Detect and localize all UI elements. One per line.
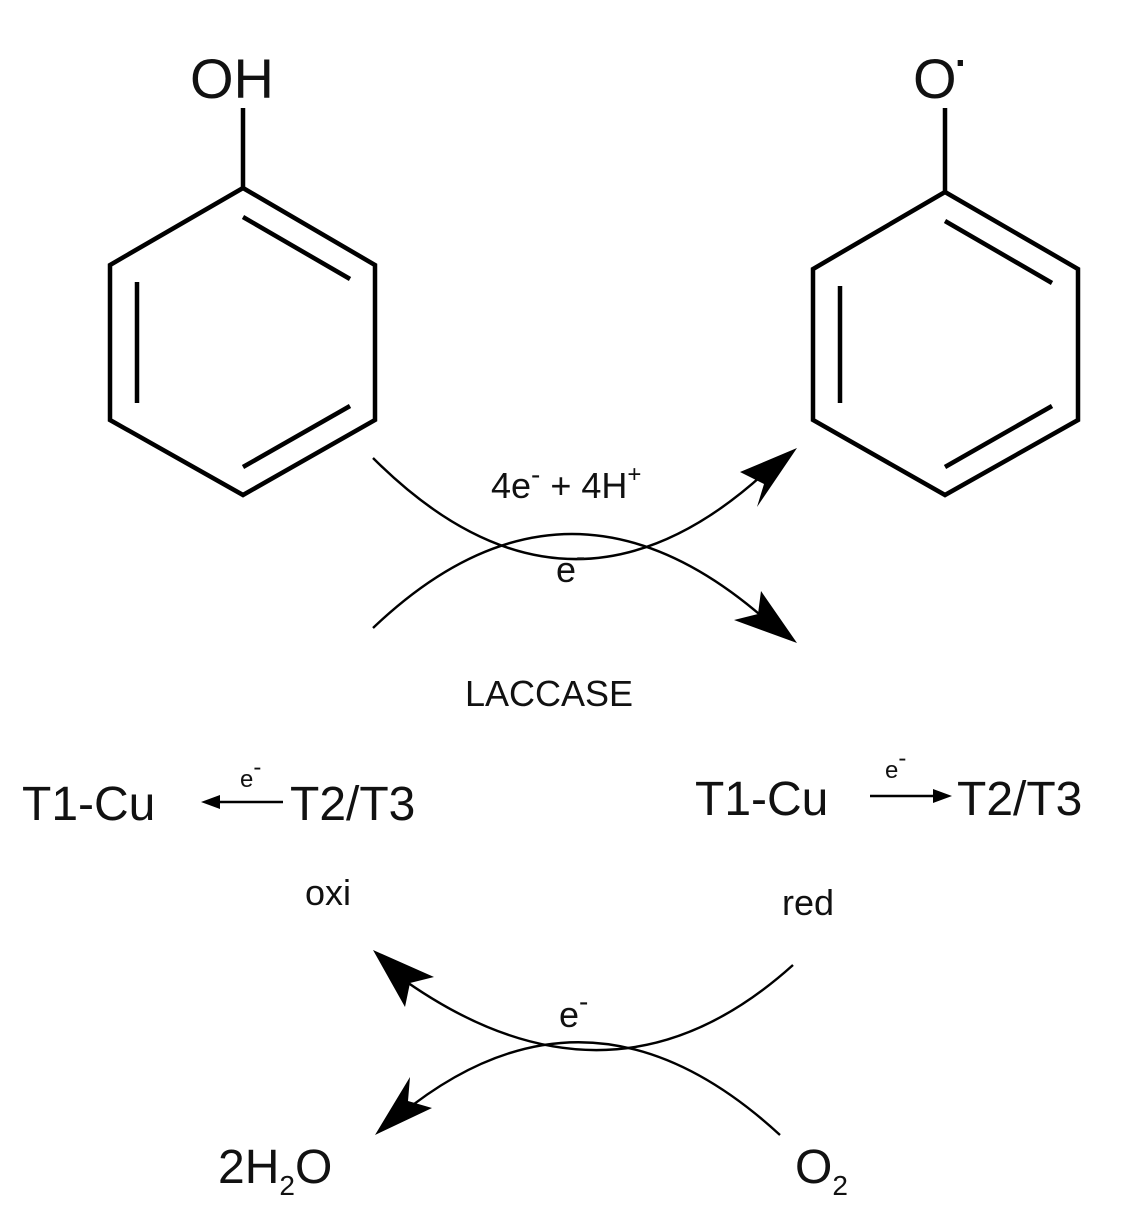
phenol-double-bond-3 xyxy=(241,404,352,469)
reduced-state: T1-Cu T2/T3 e- red xyxy=(695,745,1082,923)
oxi-t1-cu-label: T1-Cu xyxy=(22,778,155,831)
phenoxy-radical-molecule: O · xyxy=(810,27,1081,498)
electron-to-enzyme-arrow xyxy=(372,532,776,629)
arrowhead-to-radical-icon xyxy=(740,448,797,507)
enzyme-reoxidation-arrow xyxy=(396,964,794,1052)
bottom-transfer-arrows xyxy=(373,950,794,1136)
bottom-electron-label: e- xyxy=(559,986,588,1035)
water-label: 2H2O xyxy=(218,1141,332,1201)
radical-double-bond-3 xyxy=(943,404,1054,469)
proton-electron-label: 4e- + 4H+ xyxy=(491,459,641,506)
oxidized-state: T1-Cu T2/T3 e- oxi xyxy=(22,754,415,913)
oxygen-molecule-label: O2 xyxy=(795,1141,848,1201)
red-electron-label: e- xyxy=(885,745,906,784)
oxi-arrowhead-icon xyxy=(201,795,220,809)
oxi-t2-t3-label: T2/T3 xyxy=(290,778,415,831)
red-t2-t3-label: T2/T3 xyxy=(957,773,1082,826)
substrate-oxidation-arrow xyxy=(372,457,771,561)
phenoxy-radical-ring-icon xyxy=(810,189,1081,498)
oxygen-label: O xyxy=(913,47,957,110)
hydroxyl-label: OH xyxy=(190,47,274,110)
red-caption: red xyxy=(782,882,834,923)
arrowhead-to-reduced-icon xyxy=(734,591,797,643)
radical-double-bond-1 xyxy=(943,219,1054,285)
phenol-ring-icon xyxy=(107,185,378,498)
oxi-caption: oxi xyxy=(305,872,351,913)
red-arrowhead-icon xyxy=(933,789,952,803)
phenol-molecule: OH xyxy=(107,47,378,498)
oxygen-reduction-arrow xyxy=(399,1041,781,1136)
phenol-double-bond-1 xyxy=(241,215,352,281)
top-electron-label: e- xyxy=(556,541,585,590)
red-t1-cu-label: T1-Cu xyxy=(695,773,828,826)
radical-dot: · xyxy=(951,27,970,90)
arrowhead-to-water-icon xyxy=(375,1077,432,1135)
laccase-label: LACCASE xyxy=(465,673,633,714)
arrowhead-to-oxidized-icon xyxy=(373,950,434,1007)
top-transfer-arrows xyxy=(372,448,797,643)
oxi-electron-label: e- xyxy=(240,754,261,793)
